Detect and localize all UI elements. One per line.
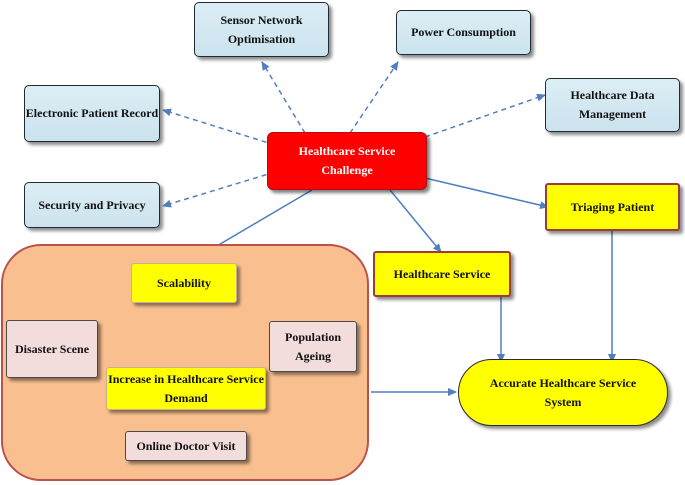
node-label: Healthcare Data Management <box>570 88 655 121</box>
node-disaster-scene: Disaster Scene <box>6 320 98 378</box>
node-label: Increase in Healthcare Service Demand <box>108 371 264 405</box>
node-label: Healthcare Service <box>393 266 491 281</box>
edge-center-to-triaging <box>424 177 549 210</box>
edge-center-to-service <box>389 189 442 253</box>
node-label: Triaging Patient <box>570 199 655 214</box>
node-accurate-healthcare-service-system: Accurate Healthcare Service System <box>458 359 668 426</box>
node-healthcare-service: Healthcare Service <box>373 251 511 297</box>
node-power-consumption: Power Consumption <box>396 10 531 55</box>
edge-center-to-sensor <box>261 61 306 134</box>
node-label: Healthcare Service Challenge <box>298 144 396 177</box>
node-label: Sensor Network Optimisation <box>220 12 303 46</box>
node-healthcare-service-challenge: Healthcare Service Challenge <box>267 132 427 190</box>
node-label: Power Consumption <box>411 25 516 40</box>
node-healthcare-data-management: Healthcare Data Management <box>545 78 680 132</box>
node-label: Online Doctor Visit <box>136 438 236 453</box>
node-triaging-patient: Triaging Patient <box>545 183 680 231</box>
edge-center-to-data_mgmt <box>424 93 546 138</box>
edge-center-to-power <box>349 61 399 134</box>
node-security-and-privacy: Security and Privacy <box>24 182 160 228</box>
node-scalability: Scalability <box>131 263 237 303</box>
node-increase-in-healthcare-service-demand: Increase in Healthcare Service Demand <box>106 367 266 410</box>
node-sensor-network-optimisation: Sensor Network Optimisation <box>194 2 329 57</box>
node-label: Scalability <box>156 275 211 290</box>
node-population-ageing: Population Ageing <box>269 321 357 372</box>
node-label: Disaster Scene <box>14 341 90 356</box>
edge-center-to-security <box>162 171 276 208</box>
node-label: Security and Privacy <box>38 197 146 212</box>
node-online-doctor-visit: Online Doctor Visit <box>125 431 247 461</box>
node-label: Population Ageing <box>284 329 341 363</box>
node-electronic-patient-record: Electronic Patient Record <box>24 85 160 142</box>
node-label: Electronic Patient Record <box>25 106 159 121</box>
edge-center-to-ehr <box>162 108 276 146</box>
node-label: Accurate Healthcare Service System <box>489 375 637 409</box>
